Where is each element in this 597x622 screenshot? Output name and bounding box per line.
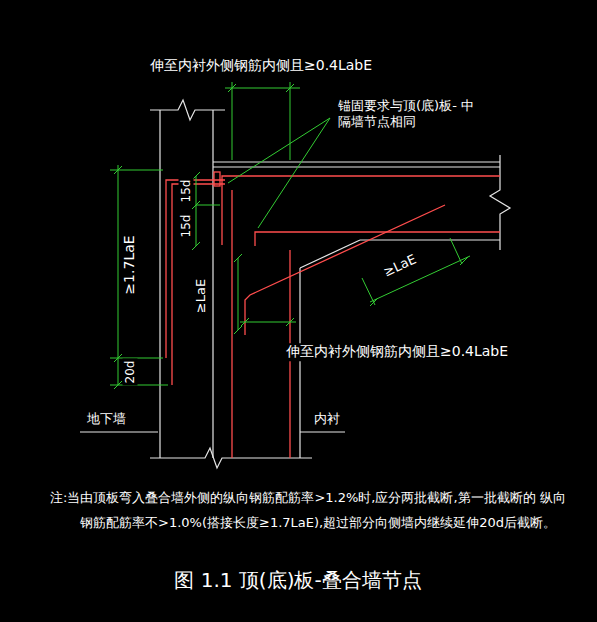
part-name: 内衬 <box>312 411 342 427</box>
lining-face <box>299 268 300 458</box>
rebar-bar <box>245 205 445 335</box>
dimension-note: 伸至内衬外侧钢筋内侧且≥0.4LabE <box>148 57 374 75</box>
dimension-line <box>196 176 197 246</box>
slab-bottom <box>360 239 500 240</box>
extension-line <box>196 205 220 206</box>
figure-caption: 图 1.1 顶(底)板-叠合墙节点 <box>172 568 423 593</box>
concrete-outline <box>80 100 510 468</box>
slab-top <box>213 161 500 162</box>
tick <box>241 318 294 326</box>
leader-line <box>258 118 330 228</box>
break-line <box>490 155 510 250</box>
rebar-bar <box>172 184 225 385</box>
dimension-text: 15d <box>179 178 194 205</box>
break-line <box>150 100 225 120</box>
rebar <box>166 172 500 458</box>
wall-face <box>159 110 160 458</box>
tick <box>234 254 242 334</box>
extension-line <box>290 82 291 160</box>
label-underline <box>80 431 158 432</box>
tick <box>228 84 294 92</box>
dimension-line <box>118 165 119 385</box>
rebar-bar <box>255 232 500 246</box>
extension-line <box>232 82 233 160</box>
dimension-note: 伸至内衬外侧钢筋内侧且≥0.4LabE <box>284 343 510 361</box>
part-name: 地下墙 <box>85 411 128 427</box>
haunch <box>300 240 360 268</box>
dimension-text: ≥LaE <box>193 277 209 315</box>
slab-top <box>213 166 500 167</box>
extension-line <box>450 238 462 264</box>
dimension-line <box>225 88 300 89</box>
dimension-text: 15d <box>179 213 194 240</box>
leader-line <box>228 118 330 183</box>
dimension-text: ≥1.7LaE <box>121 233 139 296</box>
callout-note: 锚固要求与顶(底)板- 中隔墙节点相同 <box>336 98 486 131</box>
break-line <box>150 448 312 468</box>
dimension-text: 20d <box>123 359 138 386</box>
dimension-text: ≥LaE <box>379 251 421 282</box>
rebar-bar <box>231 190 232 458</box>
note-text: 注:当由顶板弯入叠合墙外侧的纵向钢筋配筋率>1.2%时,应分两批截断,第一批截断… <box>48 485 576 535</box>
coupler <box>214 172 220 186</box>
rebar-bar <box>222 176 500 245</box>
dimension-line <box>240 322 296 323</box>
label-underline <box>300 431 345 432</box>
extension-line <box>362 278 375 305</box>
dimension-line <box>238 258 239 330</box>
